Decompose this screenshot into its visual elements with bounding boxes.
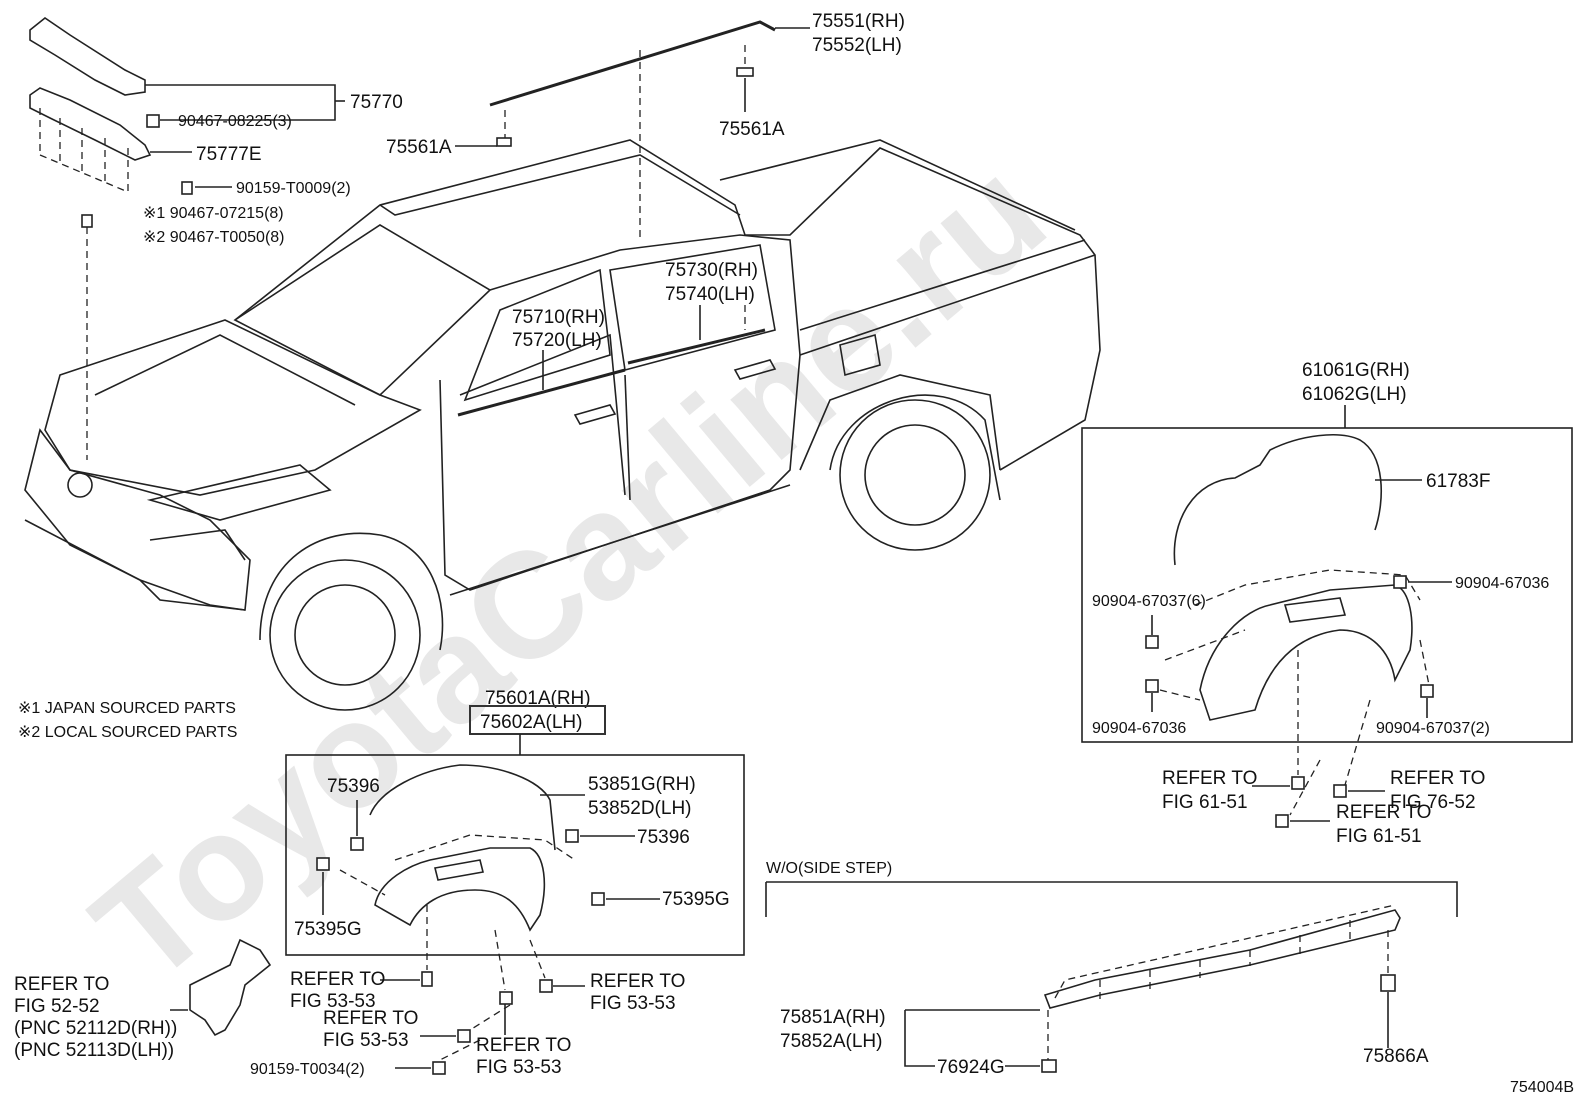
- mudguard: [189, 938, 272, 1037]
- label-75396-a: 75396: [327, 776, 380, 797]
- label-53851g: 53851G(RH): [588, 774, 696, 795]
- label-refer-53-53-d-fig: FIG 53-53: [476, 1057, 562, 1078]
- label-75395g-b: 75395G: [662, 889, 730, 910]
- hood-protector-group: [29, 17, 345, 460]
- clip-icon: [350, 837, 364, 851]
- label-90904-67036-left: 90904-67036: [1092, 720, 1186, 737]
- label-61061g: 61061G(RH): [1302, 360, 1410, 381]
- label-refer-61-51-b-fig: FIG 61-51: [1336, 826, 1422, 847]
- clip-icon: [1333, 784, 1347, 798]
- clip-icon: [1420, 684, 1434, 698]
- label-90467-07215: ※1 90467-07215(8): [143, 205, 284, 222]
- label-refer-76-52-fig: FIG 76-52: [1390, 792, 1476, 813]
- clip-icon: [1393, 575, 1407, 589]
- label-90159-t0034: 90159-T0034(2): [250, 1061, 365, 1078]
- rocker-molding: [1043, 909, 1401, 1009]
- clip-icon: [1041, 1059, 1057, 1073]
- label-75395g-a: 75395G: [294, 919, 362, 940]
- label-75740: 75740(LH): [665, 284, 755, 305]
- label-90467-t0050: ※2 90467-T0050(8): [143, 229, 285, 246]
- label-61783f: 61783F: [1426, 471, 1490, 492]
- label-61062g: 61062G(LH): [1302, 384, 1407, 405]
- screw-icon: [432, 1061, 446, 1075]
- screw-icon: [421, 971, 433, 987]
- fender-molding: [369, 764, 556, 851]
- label-90904-67037-6: 90904-67037(6): [1092, 593, 1206, 610]
- fender-flare: [1199, 584, 1413, 721]
- screw-icon: [1291, 776, 1305, 790]
- label-refer-53-53-a-fig: FIG 53-53: [290, 991, 376, 1012]
- clip-icon: [736, 67, 754, 77]
- clip-icon: [539, 979, 553, 993]
- label-53852d: 53852D(LH): [588, 798, 692, 819]
- label-90159-t0009: 90159-T0009(2): [236, 180, 351, 197]
- label-75730: 75730(RH): [665, 260, 758, 281]
- label-refer-53-53-b: REFER TO: [590, 971, 685, 992]
- label-75601a: 75601A(RH): [485, 688, 591, 709]
- clip-icon: [1380, 974, 1396, 992]
- screw-icon: [457, 1029, 471, 1043]
- label-75777e: 75777E: [196, 144, 262, 165]
- label-75710: 75710(RH): [512, 307, 605, 328]
- label-90904-67037-2: 90904-67037(2): [1376, 720, 1490, 737]
- note-local-sourced: ※2 LOCAL SOURCED PARTS: [18, 724, 237, 741]
- screw-icon: [499, 991, 513, 1005]
- label-refer-52-52: REFER TO: [14, 974, 109, 995]
- label-75561a-left: 75561A: [386, 137, 452, 158]
- label-75720: 75720(LH): [512, 330, 602, 351]
- screw-icon: [181, 181, 193, 195]
- label-pnc-52113d: (PNC 52113D(LH)): [14, 1040, 174, 1061]
- label-wo-side-step: W/O(SIDE STEP): [766, 860, 892, 877]
- clip-icon: [81, 214, 93, 228]
- label-75396-b: 75396: [637, 827, 690, 848]
- truck-illustration: [24, 20, 1101, 711]
- label-refer-61-51-a-fig: FIG 61-51: [1162, 792, 1248, 813]
- fender-molding: [1173, 434, 1383, 566]
- label-75552: 75552(LH): [812, 35, 902, 56]
- label-refer-61-51-b: REFER TO: [1336, 802, 1431, 823]
- clip-icon: [591, 892, 605, 906]
- variant-bracket: [765, 881, 1458, 917]
- clip-icon: [146, 114, 160, 128]
- label-90467-08225: 90467-08225(3): [178, 113, 292, 130]
- label-pnc-52112d: (PNC 52112D(RH)): [14, 1018, 177, 1039]
- clip-icon: [1145, 679, 1159, 693]
- figure-id: 754004B: [1510, 1079, 1574, 1096]
- label-76924g: 76924G: [937, 1057, 1005, 1078]
- clip-icon: [1145, 635, 1159, 649]
- label-refer-76-52: REFER TO: [1390, 768, 1485, 789]
- clip-icon: [496, 137, 512, 147]
- clip-icon: [316, 857, 330, 871]
- label-refer-52-52-fig: FIG 52-52: [14, 996, 100, 1017]
- label-90904-67036-right: 90904-67036: [1455, 575, 1549, 592]
- fender-flare: [374, 847, 546, 932]
- roof-molding-group: [455, 27, 810, 240]
- rear-fender-flare-box: [1081, 427, 1573, 743]
- label-refer-53-53-b-fig: FIG 53-53: [590, 993, 676, 1014]
- label-75851a: 75851A(RH): [780, 1007, 886, 1028]
- label-refer-53-53-d: REFER TO: [476, 1035, 571, 1056]
- label-75602a: 75602A(LH): [480, 712, 582, 733]
- label-75561a-right: 75561A: [719, 119, 785, 140]
- label-75852a: 75852A(LH): [780, 1031, 882, 1052]
- front-fender-flare-box: [285, 754, 745, 956]
- label-75866a: 75866A: [1363, 1046, 1429, 1067]
- note-japan-sourced: ※1 JAPAN SOURCED PARTS: [18, 700, 236, 717]
- label-refer-61-51-a: REFER TO: [1162, 768, 1257, 789]
- clip-icon: [565, 829, 579, 843]
- label-refer-53-53-c-fig: FIG 53-53: [323, 1030, 409, 1051]
- label-75770: 75770: [350, 92, 403, 113]
- screw-icon: [1275, 814, 1289, 828]
- label-refer-53-53-c: REFER TO: [323, 1008, 418, 1029]
- highlight-frame: [469, 705, 606, 735]
- label-refer-53-53-a: REFER TO: [290, 969, 385, 990]
- label-75551: 75551(RH): [812, 11, 905, 32]
